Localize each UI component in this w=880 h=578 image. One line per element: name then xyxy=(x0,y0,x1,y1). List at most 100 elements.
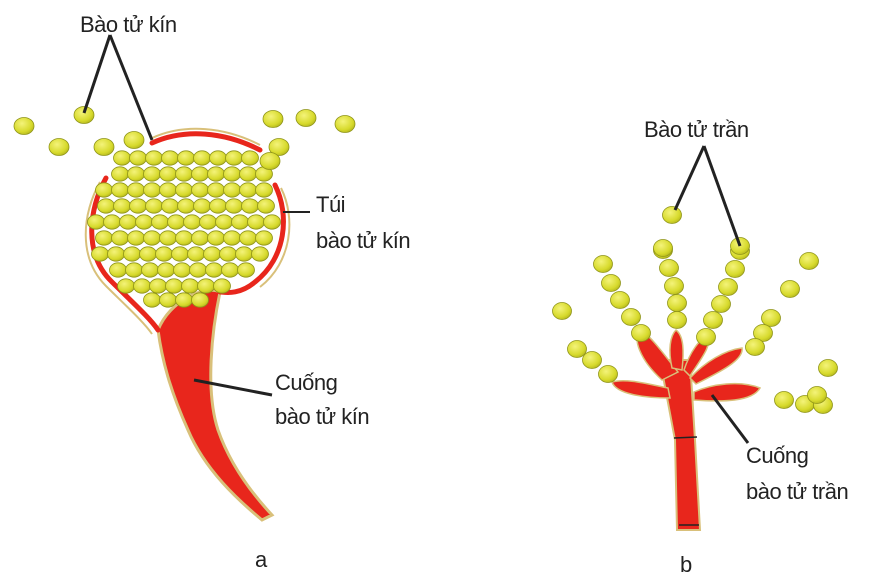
free-conidium xyxy=(800,253,819,270)
released-spore xyxy=(94,139,114,156)
released-spore xyxy=(335,116,355,133)
enclosed-spore xyxy=(172,247,189,261)
enclosed-spore xyxy=(220,247,237,261)
enclosed-spore xyxy=(110,263,127,277)
label-sporangiophore-line2: bào tử kín xyxy=(275,403,369,430)
conidium xyxy=(583,352,602,369)
enclosed-spore xyxy=(226,151,243,165)
enclosed-spore xyxy=(112,167,129,181)
enclosed-spore xyxy=(144,167,161,181)
conidium xyxy=(622,309,641,326)
enclosed-spore xyxy=(168,215,185,229)
enclosed-spore xyxy=(156,247,173,261)
conidium xyxy=(668,295,687,312)
released-spore xyxy=(263,111,283,128)
callout-line xyxy=(704,146,740,246)
enclosed-spore xyxy=(240,231,257,245)
enclosed-spore xyxy=(232,215,249,229)
enclosed-spore xyxy=(158,263,175,277)
enclosed-spore xyxy=(112,231,129,245)
enclosed-spore xyxy=(166,279,183,293)
enclosed-spore xyxy=(210,199,227,213)
enclosed-spore xyxy=(208,183,225,197)
enclosed-spore xyxy=(242,151,259,165)
enclosed-spore xyxy=(96,183,113,197)
label-sporangium-line1: Túi xyxy=(316,191,345,218)
conidium xyxy=(668,312,687,329)
conidium xyxy=(660,260,679,277)
sporangium-wall-fragment xyxy=(152,134,260,150)
enclosed-spore xyxy=(192,183,209,197)
label-conidiophore-line2: bào tử trần xyxy=(746,478,848,505)
conidium xyxy=(568,341,587,358)
conidium xyxy=(712,296,731,313)
free-conidium xyxy=(781,281,800,298)
conidium xyxy=(762,310,781,327)
enclosed-spore xyxy=(182,279,199,293)
enclosed-spore xyxy=(184,215,201,229)
enclosed-spore xyxy=(160,231,177,245)
label-sporangium-line2: bào tử kín xyxy=(316,227,410,254)
enclosed-spore xyxy=(190,263,207,277)
label-conidiophore-line1: Cuống xyxy=(746,442,808,469)
enclosed-spore xyxy=(160,167,177,181)
conidium xyxy=(602,275,621,292)
enclosed-spore xyxy=(194,151,211,165)
free-conidium xyxy=(663,207,682,224)
released-spore xyxy=(260,153,280,170)
enclosed-spore xyxy=(236,247,253,261)
enclosed-spore xyxy=(96,231,113,245)
free-conidium xyxy=(654,240,673,257)
enclosed-spore xyxy=(256,231,273,245)
enclosed-spore xyxy=(128,167,145,181)
conidium xyxy=(726,261,745,278)
enclosed-spore xyxy=(192,167,209,181)
enclosed-spore xyxy=(258,199,275,213)
conidium xyxy=(665,278,684,295)
enclosed-spore xyxy=(194,199,211,213)
sterigma-branch xyxy=(612,381,670,398)
enclosed-spore xyxy=(162,199,179,213)
enclosed-spore xyxy=(178,151,195,165)
conidium xyxy=(632,325,651,342)
label-sporangiophore-line1: Cuống xyxy=(275,369,337,396)
enclosed-spore xyxy=(114,199,131,213)
enclosed-spore xyxy=(136,215,153,229)
enclosed-spore xyxy=(126,263,143,277)
sporangiophore-stalk xyxy=(158,290,272,520)
enclosed-spore xyxy=(226,199,243,213)
conidium xyxy=(599,366,618,383)
enclosed-spore xyxy=(208,231,225,245)
enclosed-spore xyxy=(208,167,225,181)
enclosed-spore xyxy=(92,247,109,261)
enclosed-spore xyxy=(144,183,161,197)
enclosed-spore xyxy=(112,183,129,197)
conidiophore-stalk xyxy=(660,360,700,530)
conidium xyxy=(719,279,738,296)
enclosed-spore xyxy=(130,199,147,213)
panel-letter-b: b xyxy=(680,552,692,578)
label-naked-spores: Bào tử trần xyxy=(644,116,749,143)
enclosed-spore xyxy=(98,199,115,213)
released-spore xyxy=(124,132,144,149)
enclosed-spore xyxy=(248,215,265,229)
enclosed-spore xyxy=(152,215,169,229)
enclosed-spore xyxy=(252,247,269,261)
enclosed-spore xyxy=(114,151,131,165)
enclosed-spore xyxy=(134,279,151,293)
enclosed-spore xyxy=(144,293,161,307)
enclosed-spore xyxy=(200,215,217,229)
enclosed-spore xyxy=(206,263,223,277)
enclosed-spore xyxy=(146,151,163,165)
enclosed-spore xyxy=(176,231,193,245)
conidium xyxy=(704,312,723,329)
enclosed-spore xyxy=(118,279,135,293)
enclosed-spore xyxy=(192,231,209,245)
enclosed-spore xyxy=(224,231,241,245)
enclosed-spore xyxy=(160,293,177,307)
enclosed-spore xyxy=(216,215,233,229)
enclosed-spore xyxy=(240,183,257,197)
enclosed-spore xyxy=(178,199,195,213)
enclosed-spore xyxy=(150,279,167,293)
enclosed-spore xyxy=(242,199,259,213)
